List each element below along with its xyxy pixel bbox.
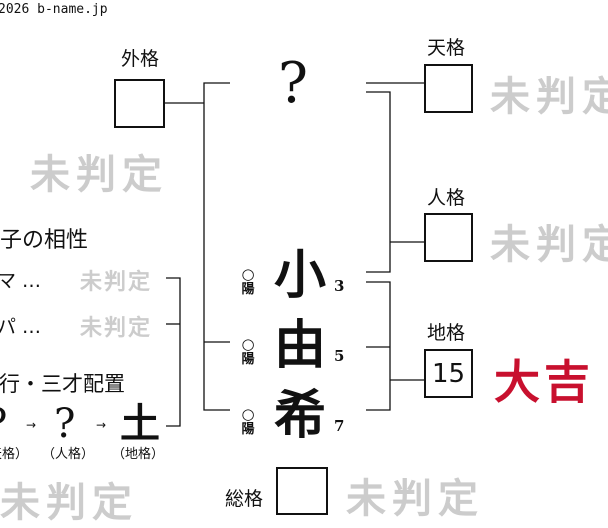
gogyo-tenkaku-glyph: ? [0, 404, 7, 444]
gaikaku-label: 外格 [121, 48, 160, 70]
compat-title: 親子の相性 [0, 228, 89, 253]
tenkaku-box [424, 64, 473, 113]
surname-char: ? [278, 51, 309, 116]
chikaku-verdict: 大吉 [494, 355, 594, 409]
given-char-1: 小 [274, 245, 327, 306]
jinkaku-verdict: 未判定 [490, 221, 608, 268]
chikaku-label: 地格 [427, 322, 466, 344]
given-strokes-2: 5 [334, 347, 345, 365]
compat-mama: ママ … [0, 270, 42, 292]
copyright: 2026 b-name.jp [0, 2, 108, 17]
gogyo-arrow-2: → [96, 418, 107, 432]
gaikaku-verdict: 未判定 [30, 151, 168, 198]
gogyo-jinkaku-glyph: ? [54, 401, 76, 447]
gogyo-arrow-1: → [26, 418, 37, 432]
yinyang-2: ○ 陽 [238, 336, 258, 368]
soukaku-box [276, 467, 328, 515]
given-strokes-3: 7 [334, 417, 345, 435]
compat-mama-result: 未判定 [80, 269, 153, 295]
yinyang-text: 陽 [241, 422, 255, 437]
given-strokes-1: 3 [334, 277, 345, 295]
yinyang-circle: ○ [241, 335, 255, 353]
gogyo-tenkaku-label: （天格） [0, 447, 29, 462]
soukaku-verdict: 未判定 [346, 475, 484, 522]
yinyang-1: ○ 陽 [238, 266, 258, 298]
chikaku-box: 15 [424, 349, 473, 398]
jinkaku-label: 人格 [427, 187, 466, 209]
yinyang-circle: ○ [241, 405, 255, 423]
connector-lines [165, 82, 424, 427]
given-char-3: 希 [274, 385, 327, 446]
gogyo-jinkaku-label: （人格） [42, 447, 95, 462]
compat-papa: パパ … [0, 316, 42, 338]
compat-papa-result: 未判定 [80, 315, 153, 341]
gaikaku-box [114, 79, 165, 128]
gogyo-chikaku-glyph: 土 [120, 400, 160, 447]
gogyo-title: 五行・三才配置 [0, 372, 125, 396]
jinkaku-box [424, 213, 473, 262]
given-char-2: 由 [274, 315, 327, 376]
yinyang-3: ○ 陽 [238, 406, 258, 438]
yinyang-circle: ○ [241, 265, 255, 283]
yinyang-text: 陽 [241, 282, 255, 297]
tenkaku-verdict: 未判定 [490, 73, 608, 120]
soukaku-label: 総格 [225, 488, 264, 510]
gogyo-chikaku-label: （地格） [112, 447, 165, 462]
tenkaku-label: 天格 [427, 37, 466, 59]
gogyo-verdict: 未判定 [0, 479, 138, 526]
yinyang-text: 陽 [241, 352, 255, 367]
